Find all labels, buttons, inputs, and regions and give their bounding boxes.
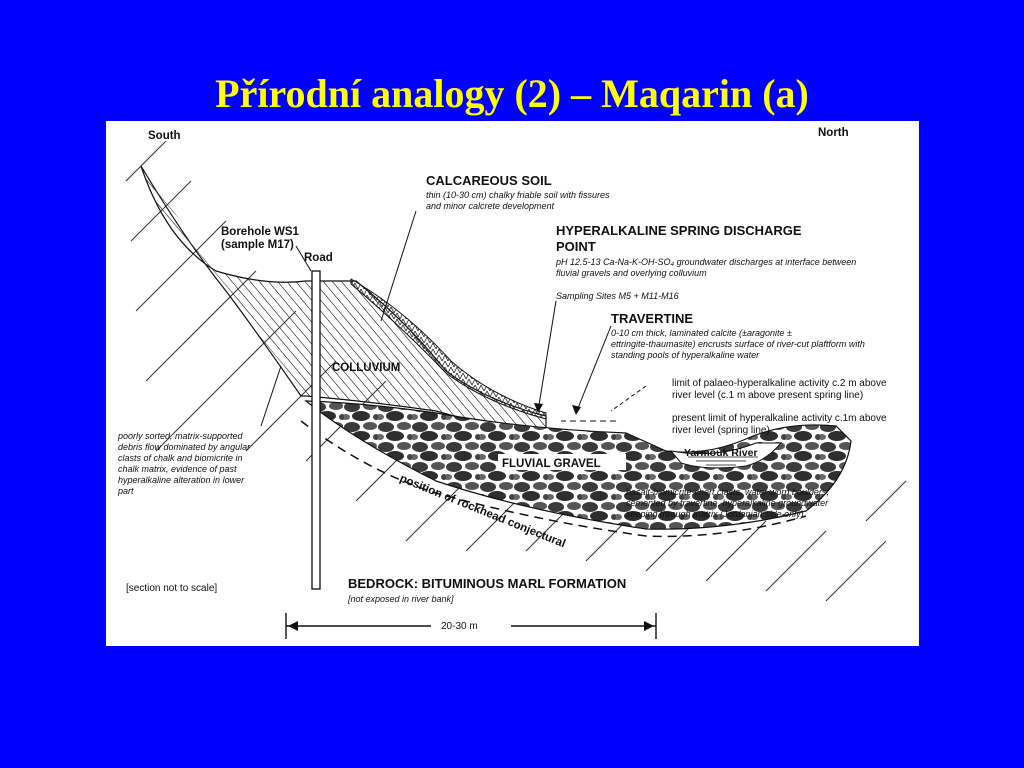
- gravel-desc-2: cemented by travertine, hyperalkaline gr…: [626, 498, 829, 508]
- bedrock-note: [not exposed in river bank]: [347, 594, 454, 604]
- gravel-desc-1: basalt-biomicrite-chert clasts, water-wo…: [626, 487, 829, 497]
- rockhead-line: [300, 420, 807, 538]
- colluvium-desc-6: part: [117, 486, 134, 496]
- colluvium-desc-3: clasts of chalk and biomicrite in: [118, 453, 243, 463]
- bedrock-label: BEDROCK: BITUMINOUS MARL FORMATION: [348, 576, 626, 591]
- spring-desc-1: pH 12.5-13 Ca-Na-K-OH-SO₄ groundwater di…: [555, 257, 856, 267]
- spring-title-1: HYPERALKALINE SPRING DISCHARGE: [556, 223, 802, 238]
- present-limit-1: present limit of hyperalkaline activity …: [672, 413, 887, 424]
- borehole-label: Borehole WS1: [221, 226, 300, 238]
- present-limit-2: river level (spring line): [672, 425, 770, 436]
- fluvial-gravel-label: FLUVIAL GRAVEL: [502, 458, 601, 470]
- north-label: North: [818, 127, 849, 139]
- calcareous-soil-title: CALCAREOUS SOIL: [426, 173, 552, 188]
- gravel-desc-3: seeping through matrix (Jordanian side o…: [626, 509, 804, 519]
- calcareous-soil-desc-1: thin (10-30 cm) chalky friable soil with…: [426, 190, 610, 200]
- colluvium-desc-1: poorly sorted, matrix-supported: [117, 431, 244, 441]
- scale-label: 20-30 m: [441, 621, 478, 632]
- borehole-ws1: [311, 270, 321, 590]
- road-label: Road: [304, 252, 333, 264]
- calcareous-soil-layer: [350, 278, 547, 420]
- travertine-title: TRAVERTINE: [611, 311, 693, 326]
- calcareous-soil-desc-2: and minor calcrete development: [426, 201, 555, 211]
- south-label: South: [148, 130, 181, 142]
- travertine-desc-1: 0-10 cm thick, laminated calcite (±arago…: [611, 328, 792, 338]
- slide-title: Přírodní analogy (2) – Maqarin (a): [215, 71, 809, 116]
- colluvium-label: COLLUVIUM: [332, 362, 400, 374]
- travertine-desc-2: ettringite-thaumasite) encrusts surface …: [611, 339, 865, 349]
- geological-cross-section: South North Borehole WS1 (sample M17) Ro…: [106, 121, 919, 646]
- palaeo-limit-1: limit of palaeo-hyperalkaline activity c…: [672, 378, 887, 389]
- yarmouk-river-label: Yarmouk River: [684, 447, 758, 459]
- colluvium-desc-5: hyperalkaline alteration in lower: [118, 475, 245, 485]
- travertine-desc-3: standing pools of hyperalkaline water: [611, 350, 760, 360]
- palaeo-limit-2: river level (c.1 m above present spring …: [672, 390, 863, 401]
- colluvium-desc-2: debris flow dominated by angular: [118, 442, 251, 452]
- spring-title-2: POINT: [556, 239, 596, 254]
- sampling-sites: Sampling Sites M5 + M11-M16: [556, 291, 679, 301]
- borehole-sample-label: (sample M17): [221, 239, 294, 251]
- not-to-scale-label: [section not to scale]: [126, 583, 217, 594]
- colluvium-desc-4: chalk matrix, evidence of past: [118, 464, 237, 474]
- spring-desc-2: fluvial gravels and overlying colluvium: [556, 268, 707, 278]
- cross-section-svg: South North Borehole WS1 (sample M17) Ro…: [117, 127, 907, 639]
- yarmouk-river: [669, 442, 783, 469]
